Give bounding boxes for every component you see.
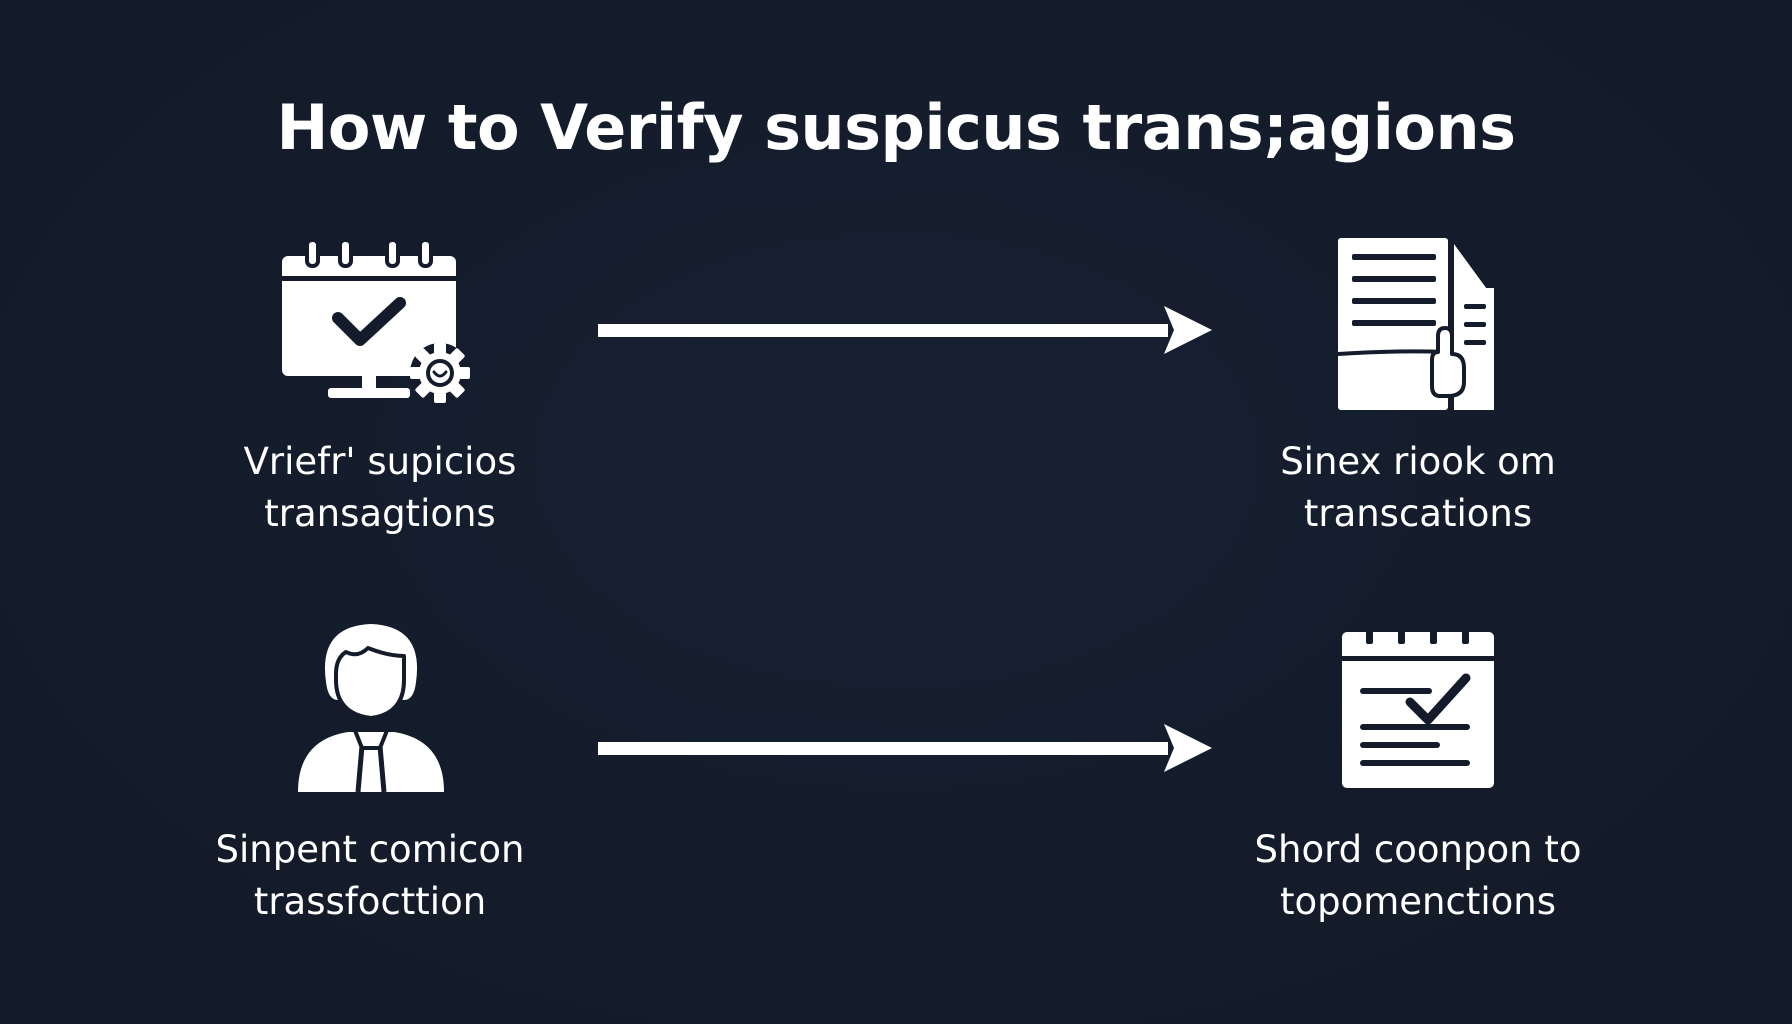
step-item-bottom-left: Sinpent comicon trassfocttion: [150, 618, 590, 938]
step-label-line-2: transagtions: [264, 492, 496, 535]
arrow-right-icon: [598, 306, 1212, 354]
businessperson-icon: [298, 624, 444, 793]
step-label-line-1: Sinex riook om: [1280, 440, 1556, 483]
step-label-line-2: trassfocttion: [253, 880, 487, 923]
step-item-top-left: Vriefr' supicios transagtions: [160, 230, 600, 550]
arrow-right-icon: [598, 724, 1212, 772]
step-label-line-1: Vriefr' supicios: [243, 440, 517, 483]
document-hand-pointer-icon: [1337, 238, 1494, 410]
step-item-bottom-right: Shord coonpon to topomenctions: [1198, 618, 1638, 938]
step-label-line-2: transcations: [1303, 492, 1533, 535]
page-title: How to Verify suspicus trans;agions: [276, 91, 1516, 164]
calendar-monitor-check-gear-icon: [282, 238, 470, 403]
step-label-line-1: Sinpent comicon: [215, 828, 525, 871]
step-label-line-2: topomenctions: [1279, 880, 1557, 923]
step-item-top-right: Sinex riook om transcations: [1198, 230, 1638, 550]
calendar-checklist-icon: [1342, 630, 1494, 788]
step-label-line-1: Shord coonpon to: [1254, 828, 1582, 871]
